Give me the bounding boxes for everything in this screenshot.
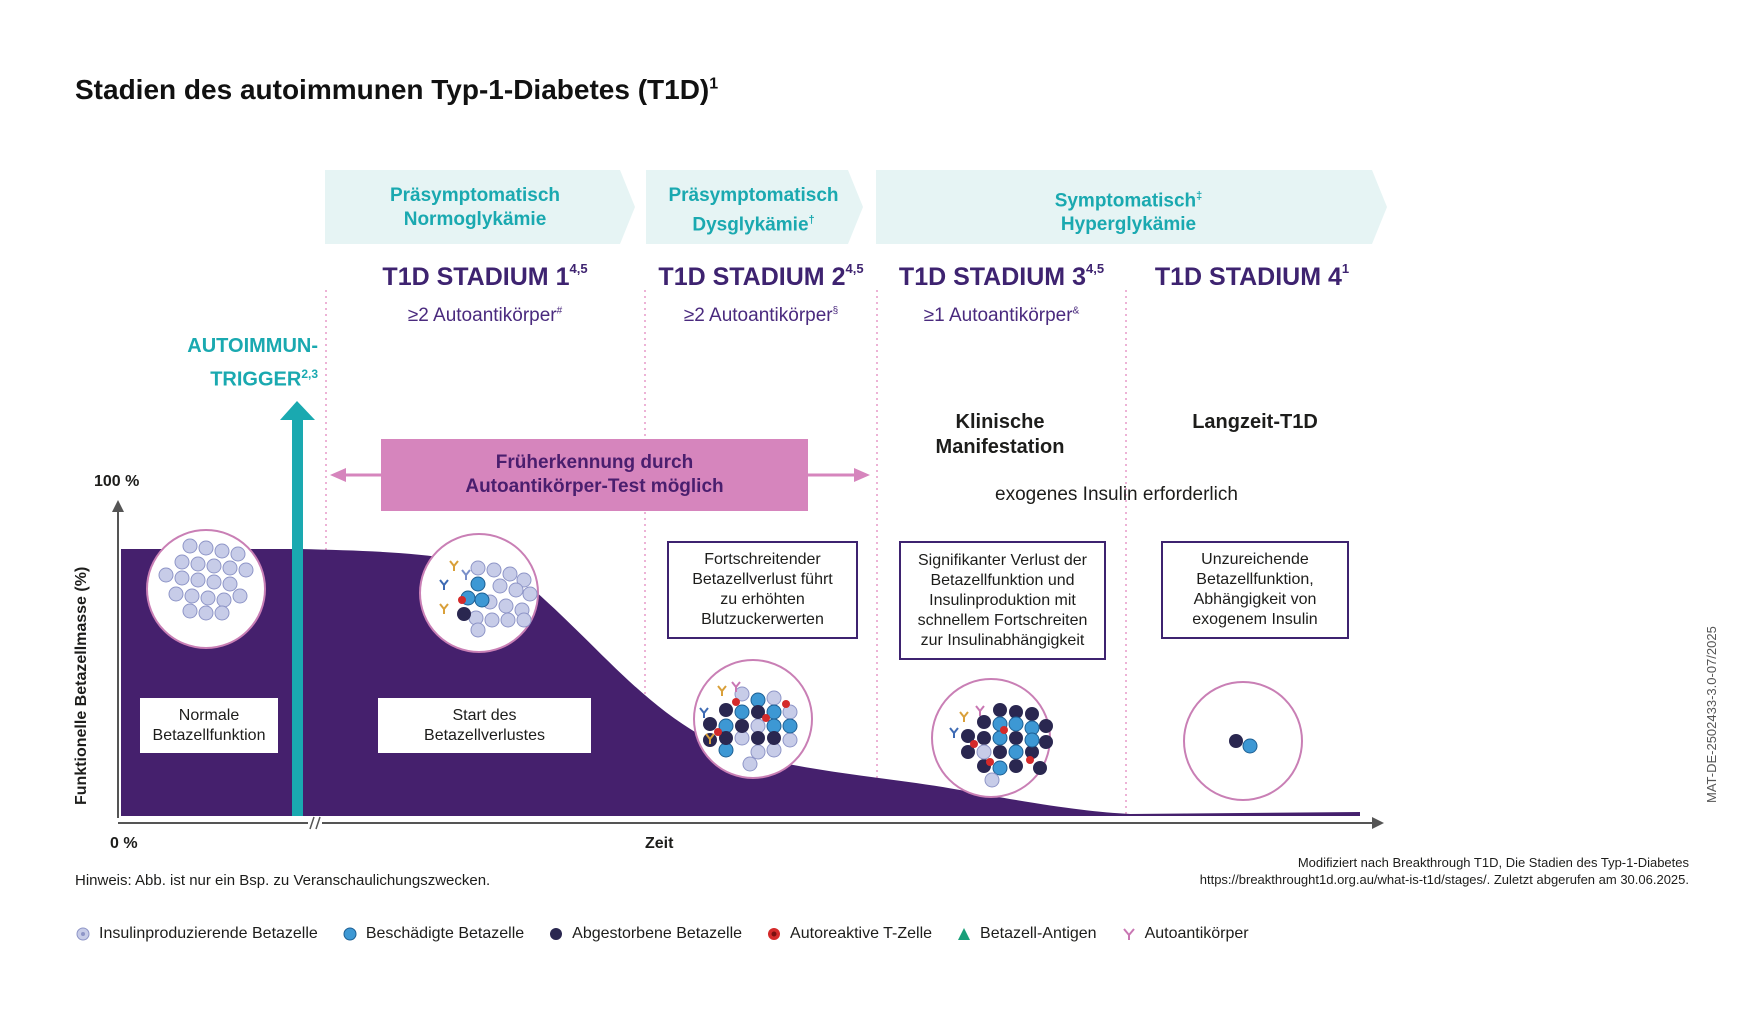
legend-item: Betazell-Antigen: [956, 925, 1097, 943]
autoantibody-icon: [1122, 928, 1135, 940]
stage2-antibodies: ≥2 Autoantikörper§: [683, 305, 839, 326]
damaged-cells-stage2: [718, 692, 798, 758]
dead-cell-icon: [550, 928, 563, 940]
x-axis-label: Zeit: [645, 835, 674, 852]
t-cell-icon: [768, 928, 781, 940]
legend-item: Beschädigte Betazelle: [342, 925, 524, 943]
legend-item: Insulinproduzierende Betazelle: [75, 925, 318, 943]
healthy-cells-stage3: [976, 744, 1000, 788]
legend: Insulinproduzierende Betazelle Beschädig…: [75, 925, 1249, 943]
antigen-icon: [958, 928, 971, 940]
healthy-cell-icon: [76, 927, 90, 941]
longterm-t1d-label: Langzeit-T1D: [1192, 411, 1318, 433]
banner-symptomatic-shape: [876, 170, 1387, 244]
stage4-title: T1D STADIUM 41: [1154, 261, 1350, 291]
tcells-stage2: [714, 698, 790, 736]
stage1-antibodies: ≥2 Autoantikörper#: [407, 305, 563, 326]
document-code: MAT-DE-2502433-3.0-07/2025: [1704, 626, 1719, 803]
healthy-cells-normal: [158, 538, 254, 621]
y-axis-bottom-label: 0 %: [110, 835, 138, 852]
y-axis-top-label: 100 %: [94, 473, 140, 490]
banner-symptomatic: Symptomatisch‡ Hyperglykämie: [1054, 190, 1203, 236]
legend-item: Autoreaktive T-Zelle: [766, 925, 932, 943]
legend-item: Autoantikörper: [1121, 925, 1249, 943]
x-axis-arrow: [1372, 817, 1384, 829]
stage2-title: T1D STADIUM 24,5: [658, 261, 864, 291]
autoantibody-icons: [439, 560, 985, 744]
tcells-stage3: [970, 726, 1034, 766]
damaged-cells-stage3: [992, 716, 1040, 776]
healthy-cells-stage2: [734, 686, 798, 772]
dead-cells-stage3: [961, 703, 1053, 775]
dead-cells-stage2: [703, 703, 781, 747]
stage3-antibodies: ≥1 Autoantikörper&: [923, 305, 1080, 326]
axis-break: [309, 816, 315, 830]
banner-stage1-shape: [325, 170, 635, 244]
y-axis-title: Funktionelle Betazellmasse (%): [73, 566, 90, 805]
banner-stage2-shape: [646, 170, 863, 244]
trigger-arrow-head: [280, 401, 315, 420]
damaged-cell-icon: [343, 927, 357, 941]
banner-stage2: Präsymptomatisch Dysglykämie†: [668, 185, 839, 236]
banner-stage1: Präsymptomatisch Normoglykämie: [389, 185, 560, 230]
disclaimer-note: Hinweis: Abb. ist nur ein Bsp. zu Verans…: [75, 872, 491, 889]
remaining-cells-stage4: [1229, 734, 1258, 754]
legend-item: Abgestorbene Betazelle: [548, 925, 742, 943]
tcells-stage1: [458, 596, 466, 604]
y-axis-arrow: [112, 500, 124, 512]
source-citation: Modifiziert nach Breakthrough T1D, Die S…: [1199, 855, 1689, 887]
clinical-manifestation-label: Klinische Manifestation: [935, 411, 1065, 458]
exogenous-insulin-label: exogenes Insulin erforderlich: [995, 484, 1238, 505]
healthy-cells-stage1: [468, 560, 538, 638]
page-title: Stadien des autoimmunen Typ-1-Diabetes (…: [75, 74, 719, 105]
autoimmune-trigger-label: AUTOIMMUN- TRIGGER2,3: [187, 335, 318, 391]
stage1-title: T1D STADIUM 14,5: [382, 261, 588, 291]
stage3-title: T1D STADIUM 34,5: [898, 261, 1105, 291]
dead-cells-stage1: [457, 607, 471, 621]
trigger-arrow-shaft: [292, 418, 303, 816]
